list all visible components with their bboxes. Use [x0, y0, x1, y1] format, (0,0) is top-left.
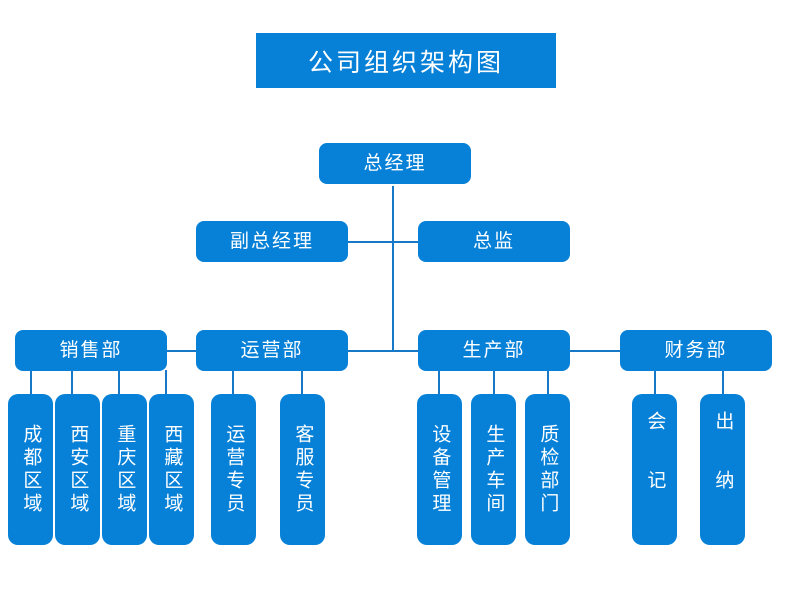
node-director[interactable]: 总监 — [418, 221, 570, 262]
connector-production-drop-3 — [547, 370, 549, 394]
connector-department-bar — [167, 350, 622, 352]
node-unit-operations-specialist[interactable]: 运营专员 — [211, 394, 256, 545]
connector-sales-drop-3 — [118, 370, 120, 394]
node-unit-customer-service-specialist[interactable]: 客服专员 — [280, 394, 325, 545]
node-department-production[interactable]: 生产部 — [418, 330, 570, 371]
node-unit-accounting[interactable]: 会记 — [632, 394, 677, 545]
node-department-finance[interactable]: 财务部 — [620, 330, 772, 371]
connector-operations-drop-2 — [301, 370, 303, 394]
node-unit-cashier[interactable]: 出纳 — [700, 394, 745, 545]
chart-title: 公司组织架构图 — [256, 33, 556, 88]
node-department-sales[interactable]: 销售部 — [15, 330, 167, 371]
node-general-manager[interactable]: 总经理 — [319, 143, 471, 184]
node-unit-xian-region[interactable]: 西安区域 — [55, 394, 100, 545]
node-department-operations[interactable]: 运营部 — [196, 330, 348, 371]
connector-operations-drop-1 — [232, 370, 234, 394]
node-unit-production-workshop[interactable]: 生产车间 — [471, 394, 516, 545]
node-deputy-general-manager[interactable]: 副总经理 — [196, 221, 348, 262]
connector-gm-trunk — [392, 186, 394, 250]
connector-level2-bar — [347, 241, 419, 243]
connector-finance-drop-1 — [654, 370, 656, 394]
connector-sales-drop-1 — [30, 370, 32, 394]
connector-trunk-to-departments — [392, 241, 394, 351]
node-unit-chongqing-region[interactable]: 重庆区域 — [102, 394, 147, 545]
node-unit-quality-inspection[interactable]: 质检部门 — [525, 394, 570, 545]
node-unit-equipment-management[interactable]: 设备管理 — [417, 394, 462, 545]
connector-sales-drop-2 — [71, 370, 73, 394]
connector-finance-drop-2 — [722, 370, 724, 394]
node-unit-tibet-region[interactable]: 西藏区域 — [149, 394, 194, 545]
connector-production-drop-1 — [438, 370, 440, 394]
connector-sales-drop-4 — [165, 370, 167, 394]
node-unit-chengdu-region[interactable]: 成都区域 — [8, 394, 53, 545]
connector-production-drop-2 — [493, 370, 495, 394]
